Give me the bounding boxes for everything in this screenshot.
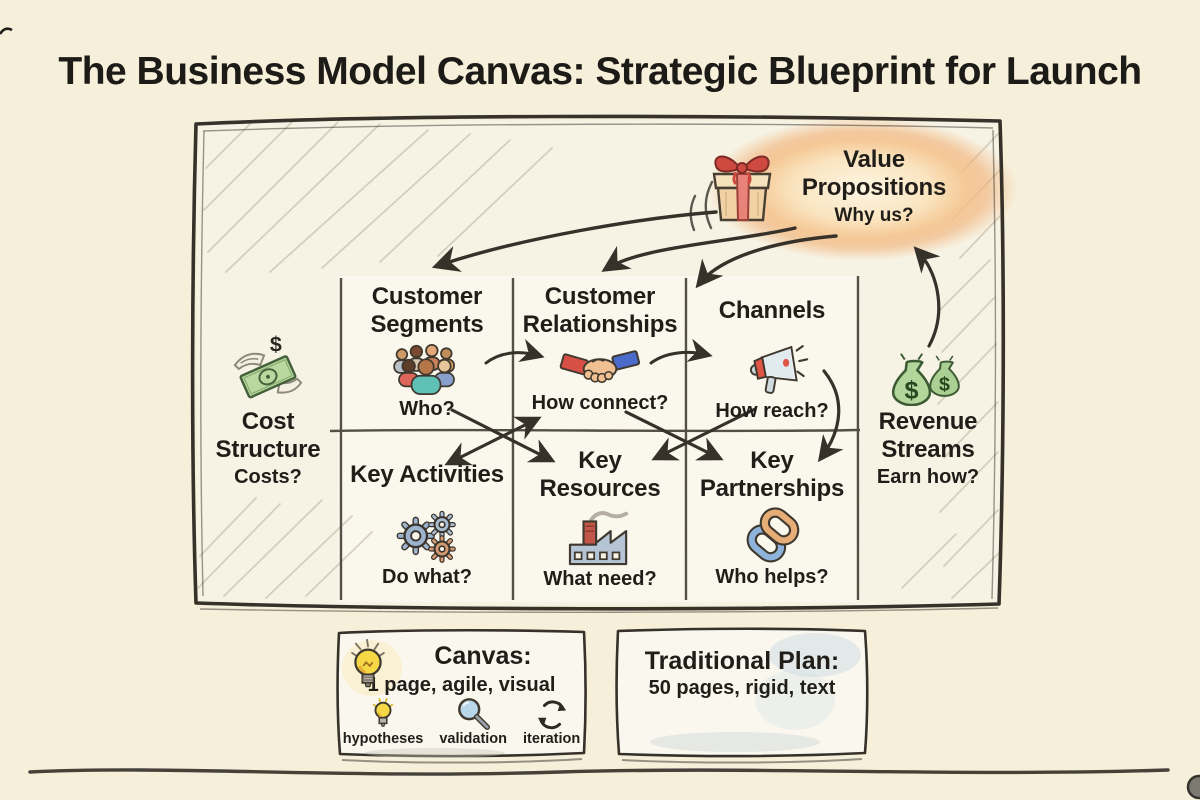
cell-label: Customer Relationships xyxy=(522,282,678,338)
money-bags-icon: $ $ xyxy=(891,353,960,406)
cost-structure-block: $ Cost Structure Costs? xyxy=(192,332,344,489)
mini-item-validation: validation xyxy=(439,696,507,747)
dollar-sign: $ xyxy=(270,332,282,356)
traditional-note-shading xyxy=(650,633,861,752)
arrow-activities-relationships xyxy=(444,416,542,466)
cell-question: How connect? xyxy=(531,392,669,414)
lightbulb-icon xyxy=(351,638,385,688)
flying-money-icon: $ xyxy=(233,332,303,399)
magnifier-icon xyxy=(458,698,491,730)
cell-question: Do what? xyxy=(382,566,472,588)
people-group-icon xyxy=(393,343,455,395)
value-proposition-glow xyxy=(707,117,1017,261)
megaphone-icon xyxy=(749,345,809,394)
cell-customer-segments: Customer Segments Who? xyxy=(342,282,512,421)
emphasis-marks xyxy=(689,180,714,232)
cost-structure-question: Costs? xyxy=(234,466,302,489)
traditional-note-border xyxy=(615,627,869,758)
canvas-note-shade xyxy=(365,748,505,758)
small-lightbulb-icon xyxy=(372,698,394,727)
cell-label: Customer Segments xyxy=(370,282,484,338)
value-propositions-bubble: Value Propositions Why us? xyxy=(700,142,972,227)
mini-label: validation xyxy=(439,731,508,747)
gears-icon xyxy=(396,510,456,563)
canvas-border xyxy=(190,114,1006,611)
page-title: The Business Model Canvas: Strategic Blu… xyxy=(58,50,1142,94)
canvas-note-subtitle: 1 page, agile, visual xyxy=(367,674,556,696)
cell-channels: Channels How reach? xyxy=(687,282,857,423)
corner-blob xyxy=(1186,774,1200,800)
value-propositions-question: Why us? xyxy=(834,205,914,227)
cell-key-activities: Key Activities Do what? xyxy=(342,446,512,589)
mini-label: hypotheses xyxy=(342,731,424,747)
corner-tick xyxy=(0,27,13,35)
cell-customer-relationships: Customer Relationships How connect? xyxy=(515,282,685,415)
value-propositions-label: Value Propositions xyxy=(801,146,947,202)
revenue-streams-question: Earn how? xyxy=(876,466,980,489)
cell-label: Key Resources xyxy=(539,446,661,502)
traditional-note-title: Traditional Plan: xyxy=(644,647,840,675)
cell-label: Key Activities xyxy=(350,460,504,488)
cell-question: How reach? xyxy=(715,400,829,422)
cycle-arrows-icon xyxy=(537,700,566,730)
cell-question: What need? xyxy=(543,568,657,590)
canvas-note-box: Canvas: 1 page, agile, visual hypotheses xyxy=(338,630,585,756)
mini-item-hypotheses: hypotheses xyxy=(342,698,424,747)
gift-icon xyxy=(712,155,772,222)
traditional-note-subtitle: 50 pages, rigid, text xyxy=(648,677,836,699)
arrow-channels-to-resources xyxy=(651,407,757,461)
arrow-channels-to-partnerships xyxy=(817,369,844,463)
bottom-rule xyxy=(28,768,1170,776)
dollar-sign: $ xyxy=(939,374,950,396)
canvas-note-title: Canvas: xyxy=(434,642,532,670)
cell-key-partnerships: Key Partnerships Who helps? xyxy=(687,446,857,589)
revenue-streams-label: Revenue Streams xyxy=(878,408,978,464)
factory-icon xyxy=(568,511,629,566)
canvas-note-items: hypotheses validation iteration xyxy=(338,696,585,747)
arrow-revenue-to-vp xyxy=(913,246,941,348)
arrow-relationships-to-channels xyxy=(649,338,713,365)
cell-key-resources: Key Resources What need? xyxy=(515,446,685,591)
revenue-streams-block: $ $ Revenue Streams Earn how? xyxy=(852,346,1004,489)
cost-structure-label: Cost Structure xyxy=(215,408,321,464)
traditional-note-box: Traditional Plan: 50 pages, rigid, text xyxy=(617,629,867,756)
handshake-icon xyxy=(559,350,641,384)
arrow-vp-to-segments xyxy=(431,210,718,272)
arrow-vp-to-relationships xyxy=(601,226,797,272)
arrow-segments-to-relationships xyxy=(484,338,545,365)
cell-label: Key Partnerships xyxy=(699,446,845,502)
arrow-vp-to-channels xyxy=(695,234,838,289)
arrow-relationships-to-partnerships xyxy=(624,410,724,461)
canvas-border-accent xyxy=(199,123,999,613)
chain-links-icon xyxy=(746,507,800,563)
mini-label: iteration xyxy=(523,731,581,747)
cell-label: Channels xyxy=(718,296,826,324)
mini-item-iteration: iteration xyxy=(523,698,580,747)
cell-question: Who? xyxy=(399,398,455,420)
dollar-sign: $ xyxy=(905,376,919,404)
cell-question: Who helps? xyxy=(715,566,829,588)
note-box-shadows xyxy=(341,758,863,764)
